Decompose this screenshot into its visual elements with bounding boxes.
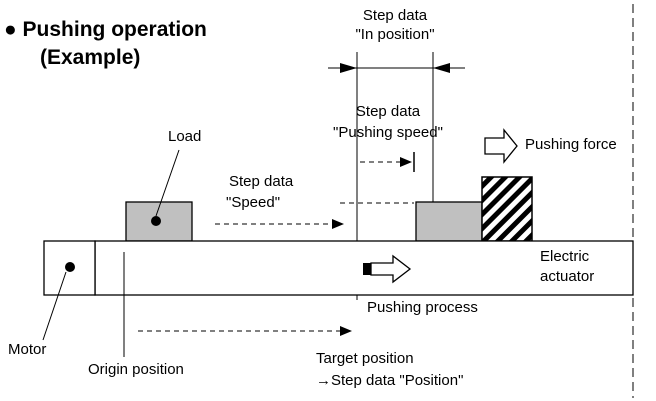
pushing-process-arrow — [370, 254, 412, 284]
load-label: Load — [168, 128, 202, 145]
heading-subtitle: (Example) — [40, 46, 141, 69]
step-speed-label-2: "Speed" — [226, 194, 281, 211]
motor-label: Motor — [8, 341, 47, 358]
heading-line-1: ● Pushing operation — [4, 18, 207, 42]
step-in-position-label-1: Step data — [362, 7, 428, 24]
target-position-label-1: Target position — [316, 350, 414, 367]
motor-dot — [65, 262, 75, 272]
pushing-force-label: Pushing force — [525, 136, 617, 153]
motor-leader-line — [42, 271, 67, 341]
pushing-process-bar — [363, 263, 371, 275]
electric-actuator-label-1: Electric — [540, 248, 590, 265]
workpiece-hatched-block — [481, 176, 533, 242]
step-pushing-speed-label-2: "Pushing speed" — [333, 124, 443, 141]
in-position-right-arrowhead — [433, 63, 450, 73]
origin-position-label: Origin position — [88, 361, 184, 378]
electric-actuator-label-2: actuator — [540, 268, 595, 285]
load-center-dot — [151, 216, 161, 226]
speed-arrowhead — [332, 219, 344, 229]
target-position-label-2: →Step data "Position" — [316, 372, 464, 389]
heading-bullet: ● — [4, 18, 17, 41]
heading-title: Pushing operation — [22, 18, 207, 41]
in-position-left-arrowhead — [340, 63, 357, 73]
load-block-pushing — [415, 201, 483, 242]
pushing-speed-arrowhead — [400, 157, 412, 167]
step-speed-label-1: Step data — [229, 173, 294, 190]
pushing-force-arrow — [484, 128, 518, 164]
target-arrowhead — [340, 326, 352, 336]
step-pushing-speed-label-1: Step data — [355, 103, 421, 120]
load-leader-line — [155, 149, 180, 217]
step-in-position-label-2: "In position" — [355, 26, 435, 43]
pushing-process-label: Pushing process — [367, 299, 478, 316]
